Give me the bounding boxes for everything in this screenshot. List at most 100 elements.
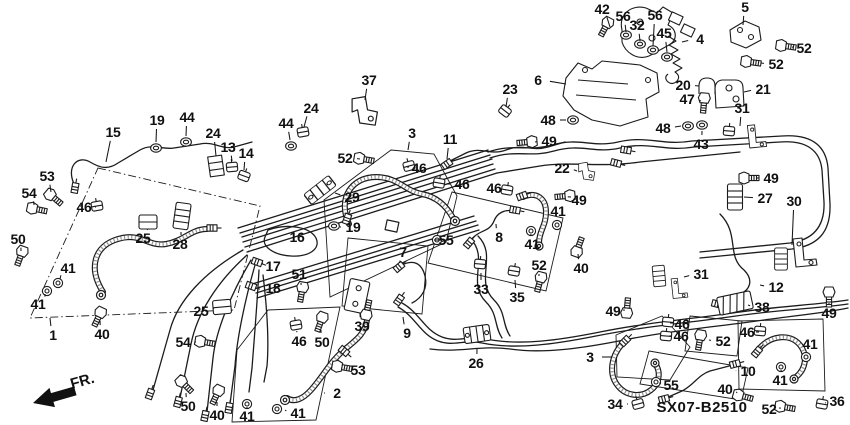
leader-line-35 — [514, 279, 517, 289]
grommet-45-icon — [661, 52, 673, 62]
joint-27-icon — [726, 183, 744, 211]
brake-hose-8 — [523, 195, 546, 243]
front-direction-indicator: FR. — [33, 370, 96, 408]
clip-46-icon — [401, 156, 417, 173]
bolt-52-icon — [773, 398, 797, 416]
right-brake-pipes — [70, 135, 831, 303]
leader-line-3 — [407, 141, 410, 151]
leader-line-22 — [573, 169, 578, 172]
diagram-part-code: SX07-B2510 — [657, 399, 748, 416]
leader-lines — [20, 15, 830, 412]
leader-line-37 — [364, 88, 368, 101]
leader-line-12 — [759, 284, 765, 287]
leader-line-32 — [638, 33, 641, 42]
leader-line-41 — [284, 409, 287, 412]
clip-24-icon — [295, 122, 310, 138]
grommet-19-icon — [150, 143, 162, 153]
leader-line-38 — [747, 304, 751, 307]
grommet-48-icon — [567, 115, 579, 125]
pipe-fitting-8 — [508, 205, 526, 216]
leader-line-41 — [59, 275, 62, 280]
bolt-52-icon — [530, 270, 549, 294]
hardware-parts — [11, 14, 836, 423]
pipe-fitting-9 — [392, 289, 408, 307]
leader-line-25 — [146, 228, 149, 231]
leader-line-44 — [288, 131, 291, 141]
hose-fitting — [206, 224, 223, 232]
leader-line-31 — [683, 275, 690, 278]
grommet-32-icon — [634, 39, 646, 49]
bracket-31-icon — [670, 277, 689, 299]
leader-line-27 — [743, 196, 754, 199]
leader-line-29 — [334, 192, 341, 196]
callout-box-group — [29, 149, 826, 423]
leader-line-40 — [577, 253, 580, 260]
leader-line-56 — [652, 23, 655, 47]
leader-line-1 — [49, 317, 52, 327]
joint-28-icon — [172, 201, 192, 231]
bolt-52-icon — [691, 328, 709, 352]
bracket-6 — [562, 60, 660, 127]
grommet-48-icon — [682, 121, 694, 131]
clip-46-icon — [661, 313, 675, 328]
grommet-56-icon — [620, 30, 632, 40]
leader-line-14 — [243, 161, 246, 171]
leader-line-15 — [105, 140, 111, 163]
bolt-54-icon — [25, 200, 49, 218]
washer-41-icon — [551, 219, 563, 231]
clip-46-icon — [288, 315, 303, 331]
washer-41-icon — [52, 277, 64, 289]
clip-46-icon — [753, 322, 767, 337]
callout-box-2 — [231, 306, 341, 423]
bolt-52-icon — [739, 54, 763, 71]
bracket-21 — [714, 79, 745, 109]
leader-line-24 — [214, 141, 217, 157]
bolt-42-icon — [594, 14, 617, 40]
callout-box-41 — [737, 318, 826, 392]
joint-26-icon — [462, 323, 492, 345]
fr-label: FR. — [68, 370, 96, 393]
fan-fitting — [200, 405, 211, 423]
leader-line-9 — [402, 316, 405, 325]
bolt-52-icon — [774, 38, 798, 55]
washer-41-icon — [41, 285, 53, 297]
brake-hose-2 — [287, 320, 367, 400]
brake-hose-1 — [95, 229, 207, 292]
leader-line-21 — [743, 89, 752, 93]
callout-box-1 — [29, 167, 261, 319]
pipe-fan — [152, 225, 511, 413]
bolt-49-icon — [619, 296, 635, 320]
fr-arrow-icon — [33, 386, 77, 408]
leader-line-31 — [739, 116, 742, 127]
bolt-40-icon — [88, 304, 109, 330]
grommet-43-icon — [696, 120, 708, 130]
clip-46-icon — [89, 196, 104, 212]
washer-41-icon — [271, 403, 283, 415]
bolt-54-icon — [193, 333, 217, 351]
leader-line-4 — [681, 39, 689, 43]
leader-line-11 — [446, 147, 449, 160]
leader-line-56 — [624, 24, 627, 33]
bracket-24-icon — [207, 154, 225, 178]
bolt-50-icon — [311, 309, 331, 334]
leader-line-23 — [505, 97, 508, 108]
joint-31-icon — [651, 264, 667, 288]
bolt-49-icon — [553, 188, 577, 204]
leader-line-40 — [735, 391, 738, 394]
fan-fitting — [173, 391, 185, 409]
bracket-39-icon — [343, 278, 371, 314]
clip-46-icon — [500, 180, 515, 196]
pipe-fitting — [619, 145, 637, 156]
leader-line-13 — [230, 155, 233, 162]
clamp-25-icon — [138, 214, 158, 230]
leader-line-30 — [791, 209, 795, 246]
pipe-fitting-17 — [250, 256, 268, 269]
leader-line-42 — [606, 17, 611, 28]
clip-46-icon — [659, 327, 673, 342]
leader-line-47 — [698, 99, 702, 102]
washer-41-icon — [800, 351, 812, 363]
leader-line-25 — [212, 307, 215, 310]
joint-30-icon — [774, 247, 788, 271]
